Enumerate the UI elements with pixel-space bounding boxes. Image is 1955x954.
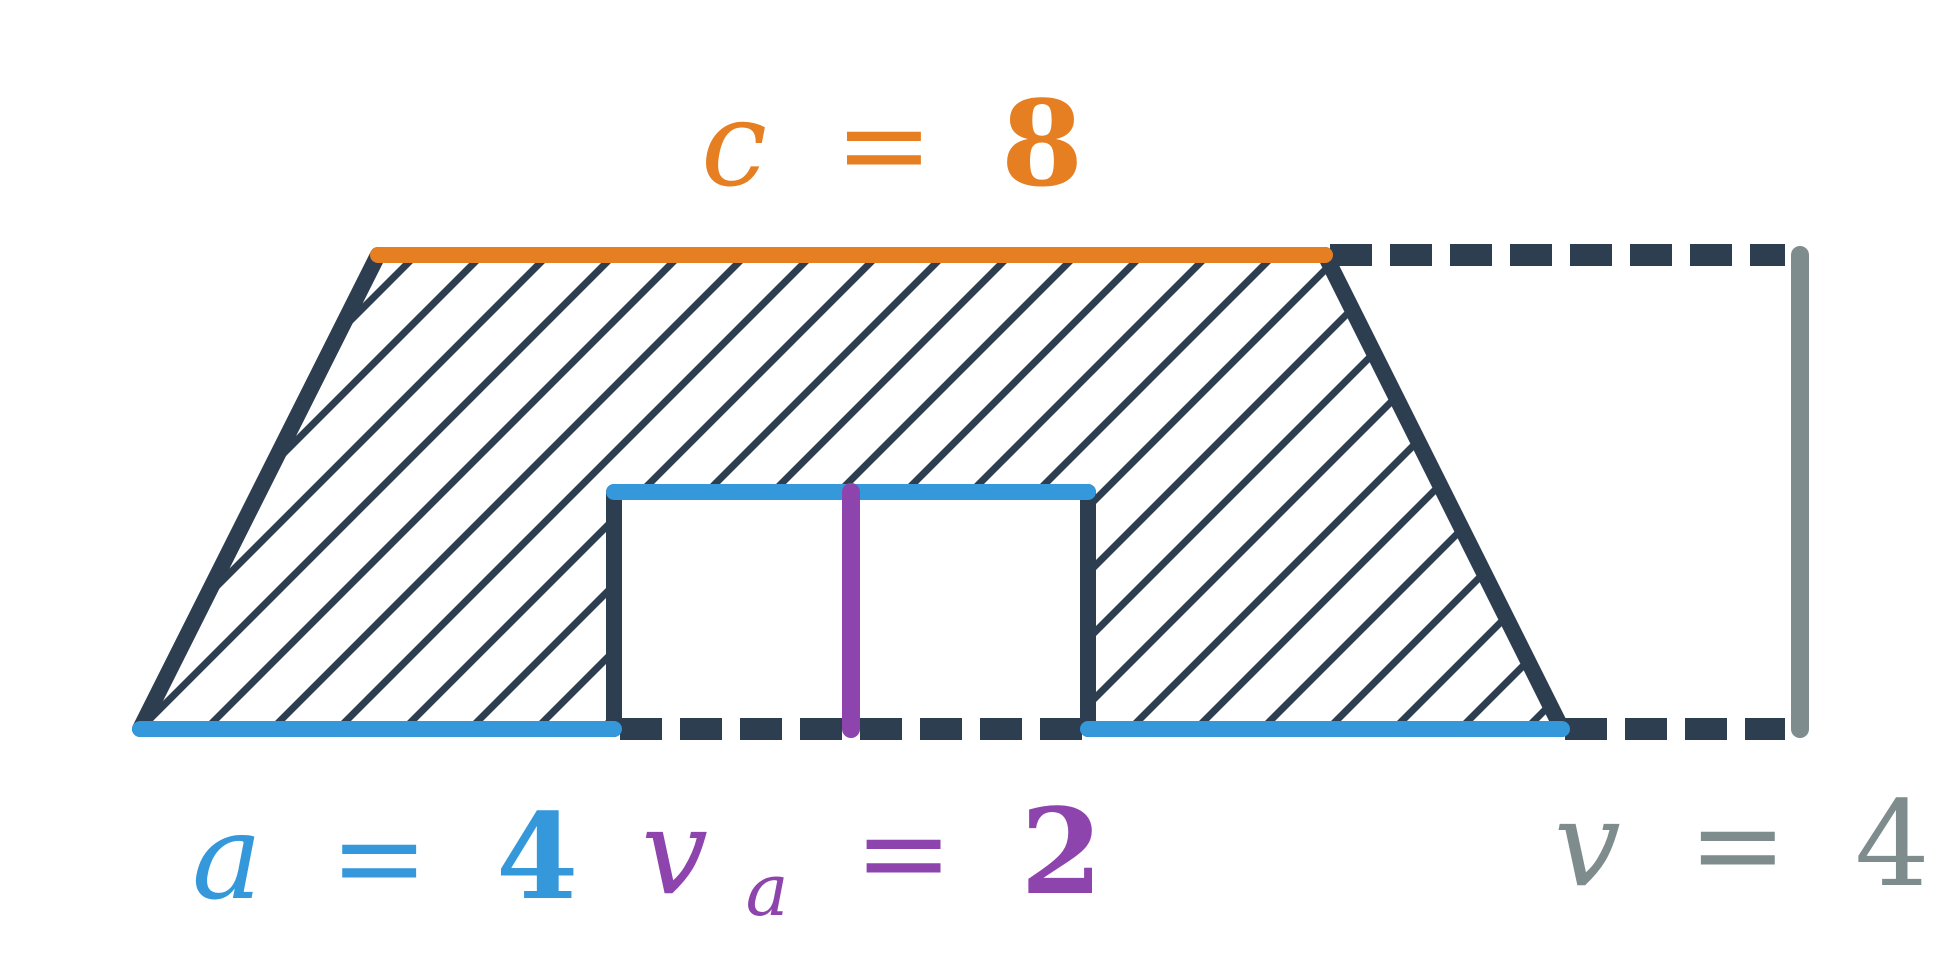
hatch-line: [324, 255, 830, 729]
hatch-line: [1314, 255, 1562, 729]
hatch-line: [1911, 240, 1955, 740]
left-slanted-side: [132, 247, 386, 737]
hatch-line: [1248, 255, 1562, 729]
hatch-line: [1512, 255, 1562, 729]
hatch-line: [1581, 240, 1955, 740]
hatch-line: [140, 255, 236, 729]
hatch-line: [140, 255, 434, 729]
hatch-line: [140, 255, 566, 729]
hatch-line: [1050, 255, 1556, 729]
label-va: v a = 2: [641, 782, 1102, 943]
hatch-line: [192, 255, 698, 729]
hatch-line: [258, 255, 764, 729]
hatch-line: [1845, 240, 1955, 740]
hatch-line: [1380, 255, 1562, 729]
label-c: c = 8: [701, 74, 1083, 213]
hatch-line: [140, 255, 500, 729]
hatch-line: [1713, 240, 1955, 740]
hatch-line: [1116, 255, 1562, 729]
label-a: a = 4: [192, 787, 578, 926]
label-v: v = 4: [1554, 775, 1930, 913]
hatch-line: [140, 255, 632, 729]
right-slanted-side: [1317, 247, 1570, 737]
